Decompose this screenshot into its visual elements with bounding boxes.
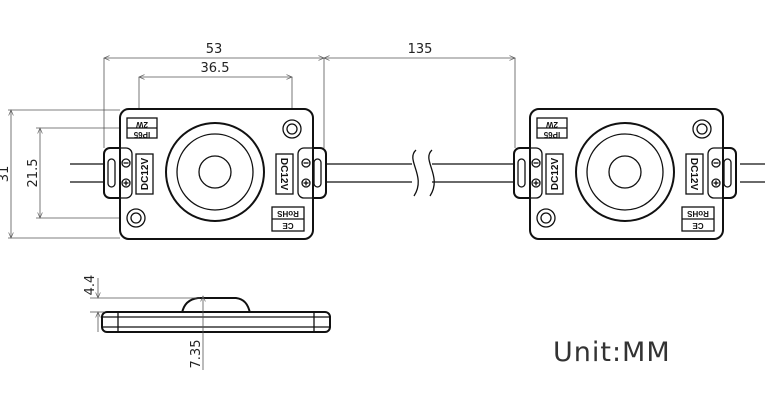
power-label: 2W (136, 120, 148, 129)
dimension-135-label: 135 (408, 42, 433, 57)
screw-hole-icon (692, 119, 712, 139)
dimension-53-label: 53 (206, 42, 223, 57)
dimension-135: 135 (324, 42, 515, 148)
break-mark-right (428, 149, 435, 197)
dimension-7-35-label: 7.35 (189, 340, 204, 369)
minus-icon (121, 158, 131, 168)
dimension-36-5-label: 36.5 (201, 61, 230, 76)
screw-hole-icon (282, 119, 302, 139)
cable (70, 149, 765, 197)
dimension-31-label: 31 (0, 166, 12, 183)
dimension-53: 53 (104, 42, 324, 148)
screw-hole-icon (536, 208, 556, 228)
plus-icon (711, 178, 721, 188)
screw-hole-icon (126, 208, 146, 228)
dimension-4-4: 4.4 (83, 275, 200, 332)
minus-icon (711, 158, 721, 168)
unit-label: Unit:MM (553, 337, 671, 368)
plus-icon (531, 178, 541, 188)
minus-icon (301, 158, 311, 168)
led-module-left: DC12V DC12V 2W IP65 RoHS CE (103, 108, 327, 240)
minus-icon (531, 158, 541, 168)
dimension-4-4-label: 4.4 (83, 275, 98, 296)
voltage-label: DC12V (278, 158, 289, 191)
ce-label: CE (692, 221, 704, 230)
rohs-label: RoHS (686, 209, 708, 218)
power-label: 2W (546, 120, 558, 129)
ip-rating-label: IP65 (133, 130, 150, 139)
side-profile (101, 297, 331, 333)
plus-icon (121, 178, 131, 188)
led-module-right: DC12V DC12V 2W IP65 RoHS CE (513, 108, 737, 240)
voltage-label: DC12V (140, 158, 151, 191)
break-mark-left (412, 149, 419, 197)
ip-rating-label: IP65 (543, 130, 560, 139)
dimension-21-5-label: 21.5 (26, 159, 41, 188)
dimension-7-35: 7.35 (189, 296, 204, 370)
plus-icon (301, 178, 311, 188)
dimension-31: 31 (0, 110, 120, 238)
dimension-21-5: 21.5 (26, 128, 130, 218)
voltage-label: DC12V (550, 158, 561, 191)
ce-label: CE (282, 221, 294, 230)
rohs-label: RoHS (276, 209, 298, 218)
voltage-label: DC12V (688, 158, 699, 191)
